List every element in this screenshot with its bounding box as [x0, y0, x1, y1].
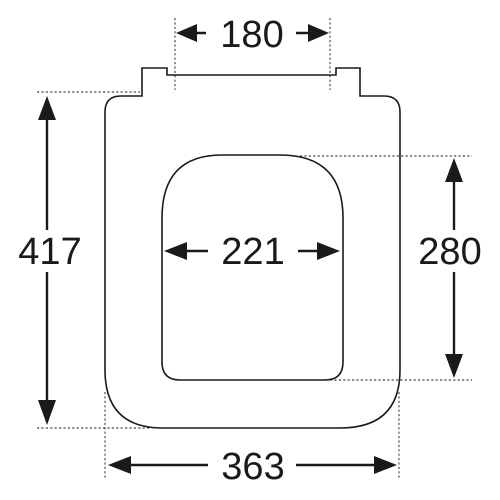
dimension-opening-length: 280 — [418, 158, 482, 378]
dimension-label-overall-length: 417 — [18, 231, 81, 273]
extension-lines — [37, 18, 472, 480]
dimension-hinge-width: 180 — [176, 14, 329, 56]
dimension-label-opening-width: 221 — [221, 231, 284, 273]
dimension-overall-width: 363 — [108, 446, 397, 488]
seat-opening — [161, 154, 344, 381]
dimension-label-hinge-width: 180 — [220, 14, 283, 56]
dimension-label-opening-length: 280 — [418, 231, 481, 273]
dimension-label-overall-width: 363 — [221, 446, 284, 488]
dimension-overall-length: 417 — [18, 96, 82, 425]
dimension-opening-width: 221 — [164, 231, 340, 273]
seat-outline — [104, 67, 401, 429]
